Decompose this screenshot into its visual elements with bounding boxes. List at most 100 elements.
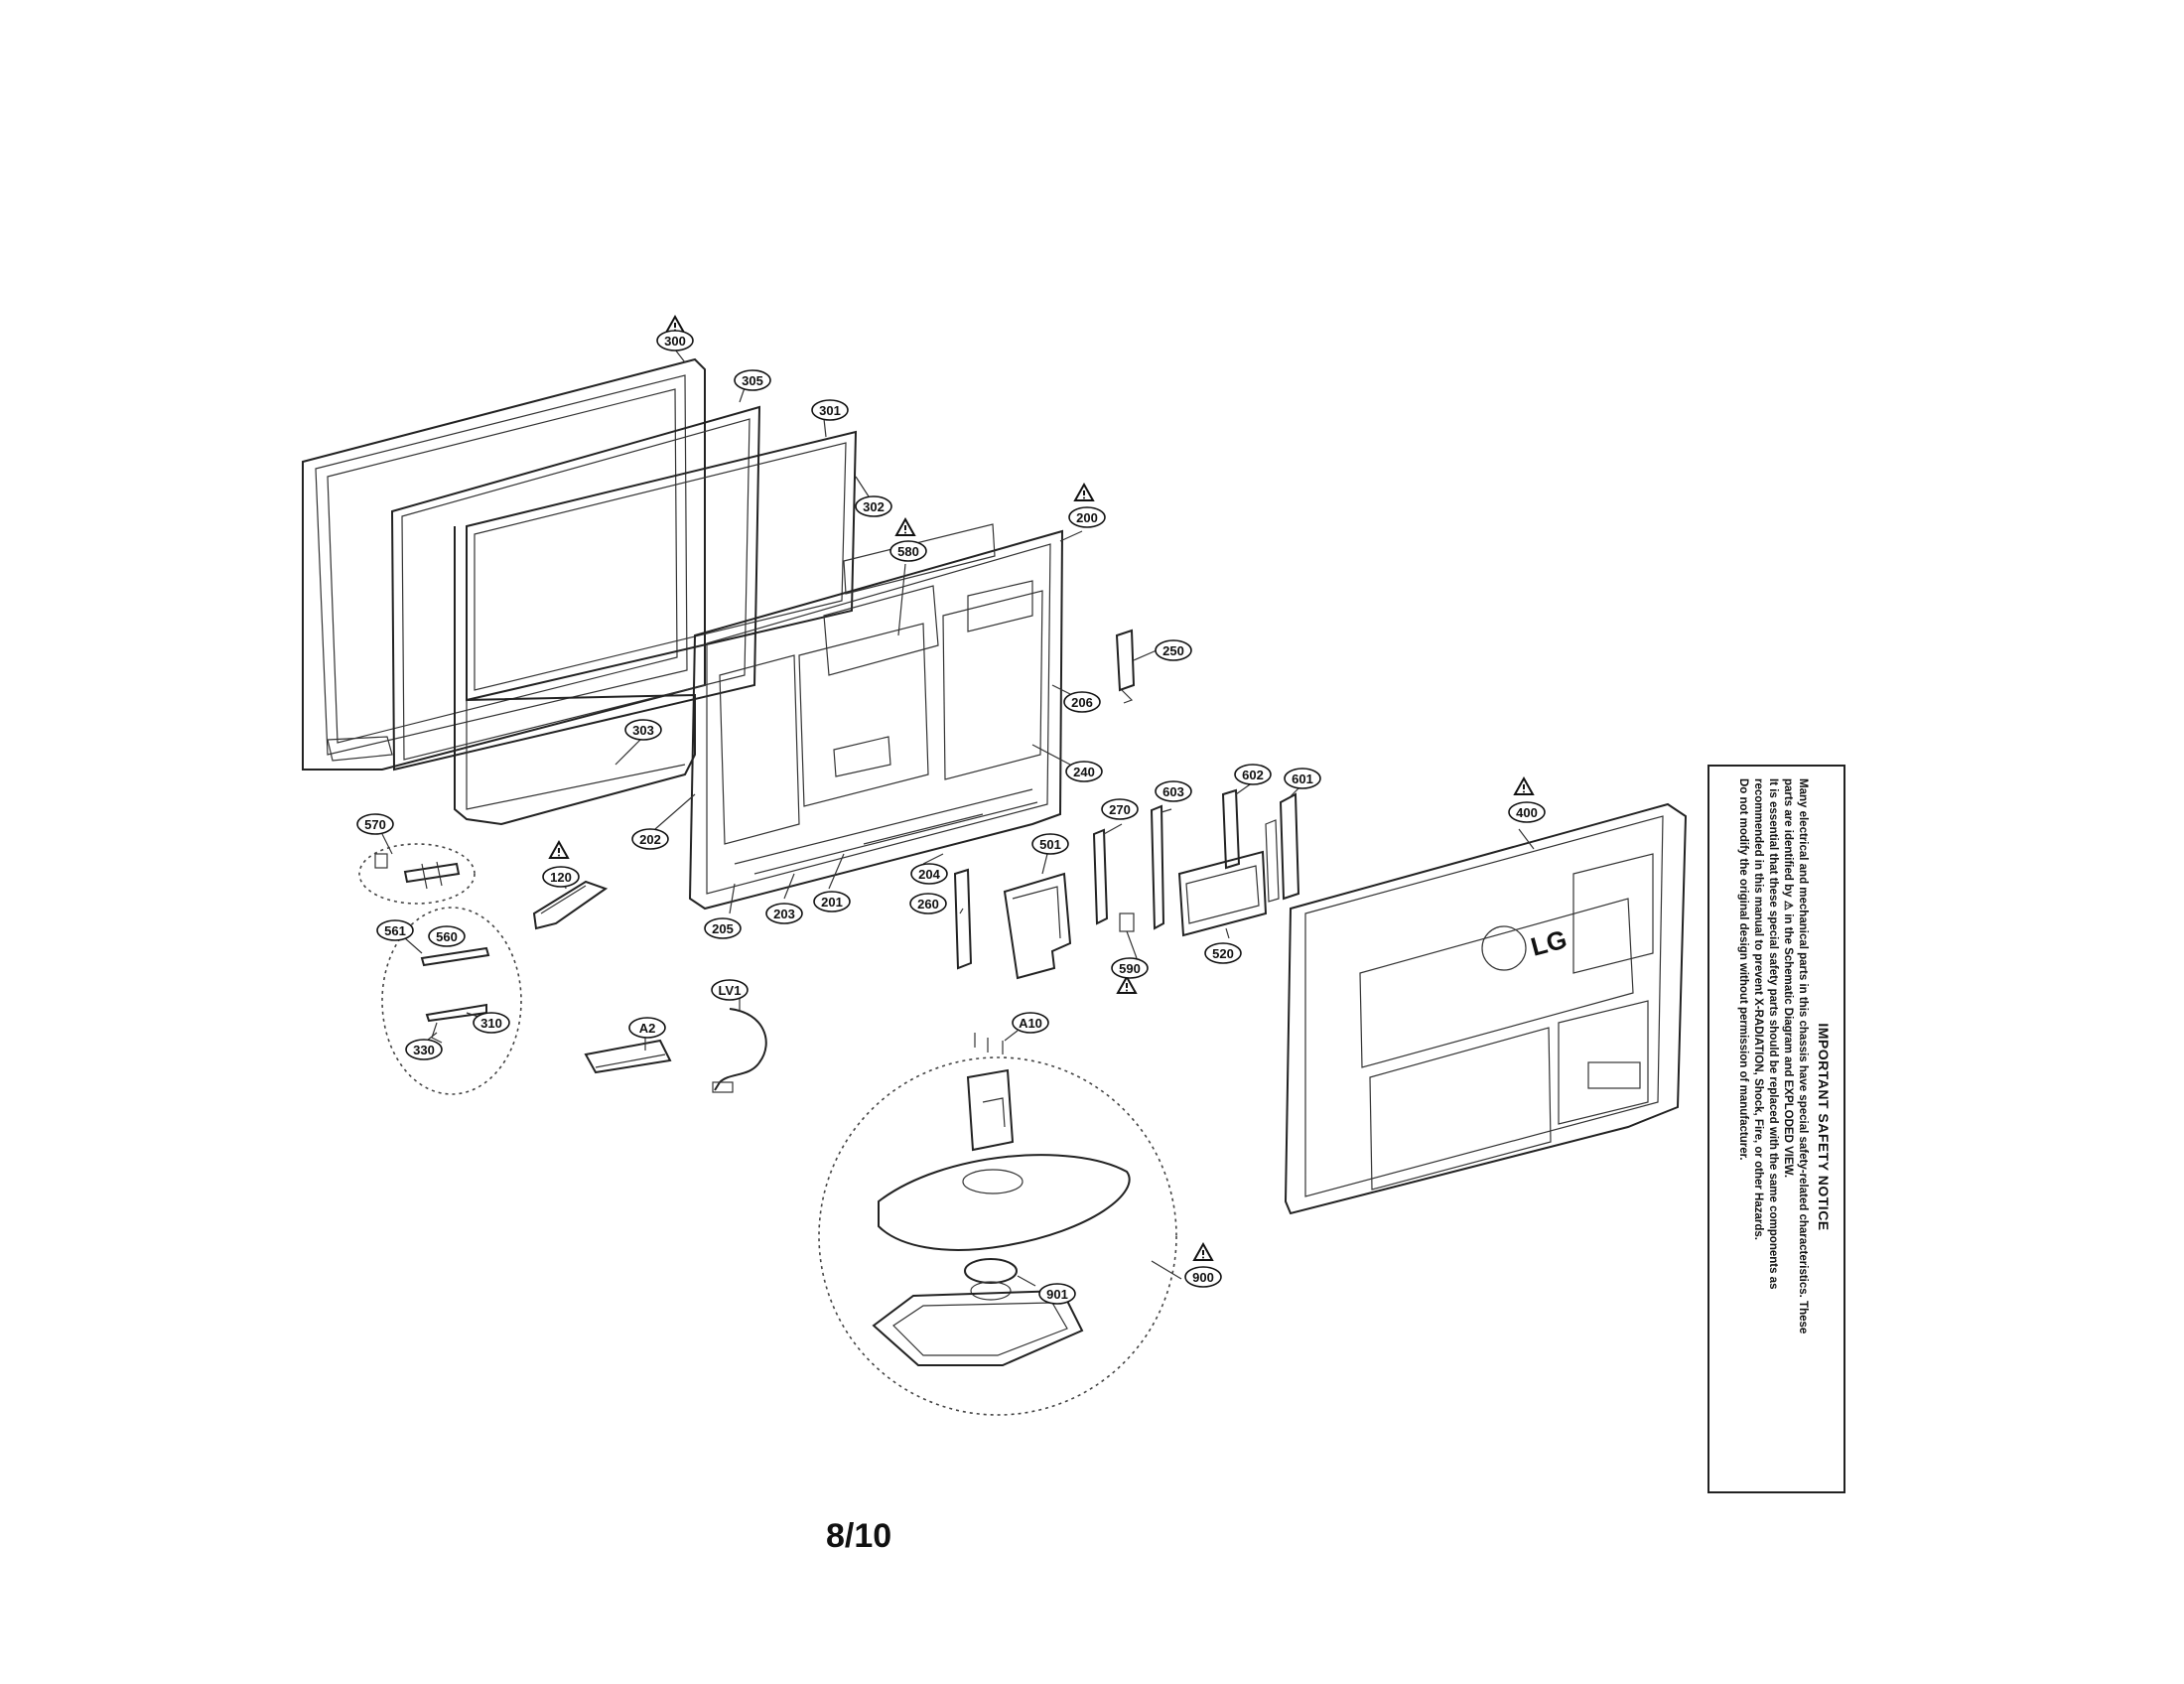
svg-text:301: 301 (819, 403, 841, 418)
svg-text:120: 120 (550, 870, 572, 885)
svg-text:520: 520 (1212, 946, 1234, 961)
safety-notice-content: IMPORTANT SAFETY NOTICE Many electrical … (1707, 765, 1842, 1489)
svg-text:201: 201 (821, 895, 843, 910)
part-group-570 (358, 843, 476, 905)
svg-text:580: 580 (897, 544, 919, 559)
safety-notice-box (1707, 765, 1845, 1493)
callout-120: 120 (542, 866, 580, 888)
warning-triangle-icon (895, 518, 915, 536)
callout-203: 203 (765, 903, 803, 924)
board-520-part (1177, 850, 1268, 937)
bracket-250-part (1115, 629, 1136, 704)
rear-chassis-part (688, 523, 1064, 911)
svg-text:250: 250 (1162, 643, 1184, 658)
svg-text:270: 270 (1109, 802, 1131, 817)
callout-201: 201 (813, 891, 851, 912)
callout-501: 501 (1031, 833, 1069, 855)
callout-580: 580 (889, 540, 927, 562)
glass-panel-part (454, 430, 858, 826)
stand-900-part (818, 1056, 1177, 1416)
callout-A2: A2 (628, 1017, 666, 1039)
callout-330: 330 (405, 1039, 443, 1060)
warning-triangle-icon (549, 841, 569, 859)
board-602-part (1221, 788, 1241, 870)
callout-561: 561 (376, 919, 414, 941)
warning-markers (549, 316, 1534, 1261)
svg-text:330: 330 (413, 1043, 435, 1057)
svg-text:LV1: LV1 (719, 983, 742, 998)
page-number: 8/10 (826, 1517, 892, 1555)
svg-text:303: 303 (632, 723, 654, 738)
svg-text:901: 901 (1046, 1287, 1068, 1302)
callout-310: 310 (473, 1012, 510, 1034)
safety-notice-line: Many electrical and mechanical parts in … (1797, 778, 1809, 1334)
board-501-part (1003, 872, 1072, 980)
callout-240: 240 (1065, 761, 1103, 782)
svg-text:300: 300 (664, 334, 686, 349)
callout-260: 260 (909, 893, 947, 914)
logo-text: LG (1528, 923, 1570, 961)
cable-lv1 (712, 1008, 767, 1093)
svg-text:206: 206 (1071, 695, 1093, 710)
svg-text:561: 561 (384, 923, 406, 938)
callout-270: 270 (1101, 798, 1139, 820)
svg-text:602: 602 (1242, 768, 1264, 782)
warning-triangle-icon (1074, 484, 1094, 501)
callout-590: 590 (1111, 957, 1149, 979)
callout-560: 560 (428, 925, 466, 947)
frame-part (390, 405, 761, 772)
warning-triangle-icon (1514, 777, 1534, 795)
callout-250: 250 (1155, 639, 1192, 661)
svg-text:305: 305 (742, 373, 763, 388)
svg-text:601: 601 (1292, 772, 1313, 786)
safety-notice-line: recommended in this manual to prevent X-… (1752, 778, 1764, 1240)
svg-text:240: 240 (1073, 765, 1095, 779)
callout-520: 520 (1204, 942, 1242, 964)
callout-A10: A10 (1012, 1012, 1049, 1034)
callout-204: 204 (910, 863, 948, 885)
svg-text:A10: A10 (1019, 1016, 1042, 1031)
svg-text:501: 501 (1039, 837, 1061, 852)
warning-triangle-icon (1193, 1243, 1213, 1261)
svg-text:560: 560 (436, 929, 458, 944)
callout-205: 205 (704, 917, 742, 939)
svg-text:603: 603 (1162, 784, 1184, 799)
safety-notice-line: It is essential that these special safet… (1767, 778, 1779, 1290)
callout-900: 900 (1184, 1266, 1222, 1288)
svg-text:200: 200 (1076, 510, 1098, 525)
svg-text:302: 302 (863, 499, 885, 514)
callout-570: 570 (356, 813, 394, 835)
safety-notice-title: IMPORTANT SAFETY NOTICE (1816, 1023, 1832, 1231)
safety-notice-line: Do not modify the original design withou… (1737, 778, 1749, 1161)
callout-303: 303 (624, 719, 662, 741)
board-601-part (1265, 792, 1300, 903)
callout-301: 301 (811, 399, 849, 421)
callout-202: 202 (631, 828, 669, 850)
callout-LV1: LV1 (711, 979, 749, 1001)
svg-text:205: 205 (712, 921, 734, 936)
svg-text:570: 570 (364, 817, 386, 832)
callout-300: 300 (656, 330, 694, 351)
leader-lines (381, 349, 1535, 1287)
callout-603: 603 (1155, 780, 1192, 802)
board-270-part (1092, 828, 1109, 925)
svg-text:900: 900 (1192, 1270, 1214, 1285)
svg-text:202: 202 (639, 832, 661, 847)
callout-305: 305 (734, 369, 771, 391)
callout-302: 302 (855, 495, 892, 517)
svg-text:590: 590 (1119, 961, 1141, 976)
warning-triangle-icon (1117, 976, 1137, 994)
callout-labels: 300 305 301 302 303 200 580 250 206 240 … (356, 330, 1546, 1305)
callout-601: 601 (1284, 768, 1321, 789)
front-bezel-part (302, 357, 706, 771)
svg-text:310: 310 (480, 1016, 502, 1031)
svg-text:203: 203 (773, 907, 795, 921)
part-a2 (584, 1039, 672, 1074)
screws-a10 (974, 1033, 1004, 1054)
callout-602: 602 (1234, 764, 1272, 785)
safety-notice-line: parts are identified by ⚠ in the Schemat… (1782, 778, 1794, 1179)
speaker-120-part (532, 880, 609, 930)
board-260-part (953, 868, 973, 970)
board-603-part (1119, 804, 1165, 932)
